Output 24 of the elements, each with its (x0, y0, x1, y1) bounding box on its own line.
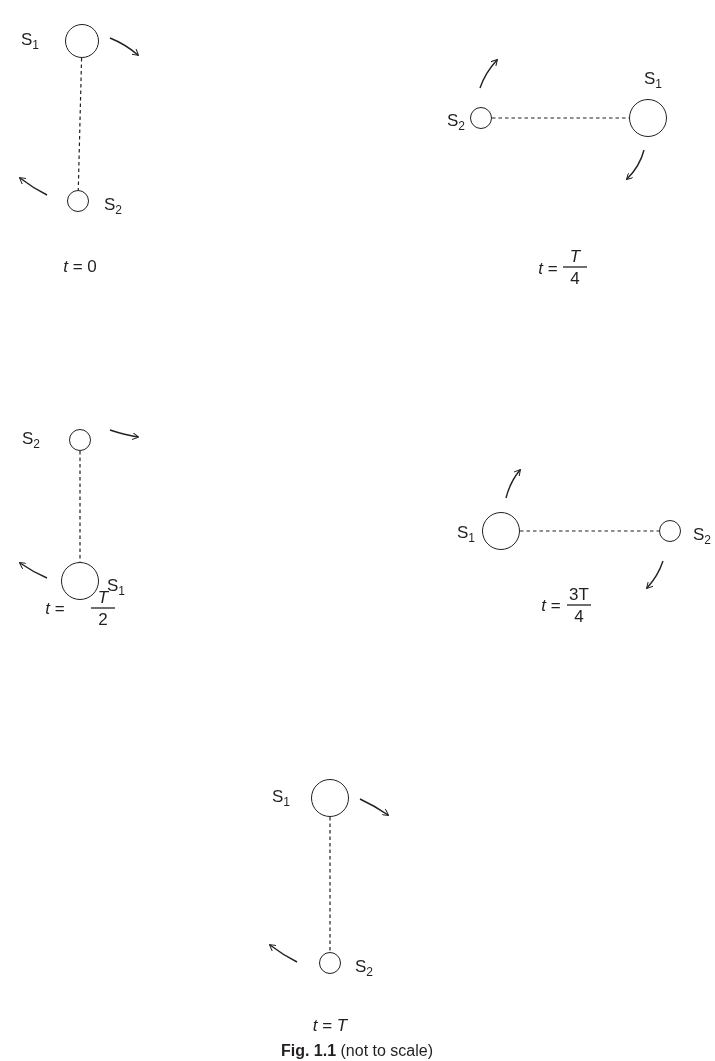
fraction-denominator: 4 (570, 269, 580, 287)
time-label: t = (541, 596, 561, 614)
figure-caption: Fig. 1.1 (not to scale) (280, 1042, 434, 1060)
time-label: 3T (569, 585, 589, 603)
star-label: S$_{2}$ (104, 196, 122, 216)
time-label: T (569, 247, 581, 265)
fraction-denominator: 4 (574, 607, 584, 625)
star-label: S$_{2}$ (22, 430, 40, 450)
time-label: T (97, 588, 109, 606)
dashed-line (329, 816, 331, 953)
star-label: S$_{1}$ (644, 70, 662, 90)
star-label: S$_{2}$ (355, 958, 373, 978)
dashed-line (77, 57, 83, 191)
time-label: t = T (312, 1016, 348, 1034)
star-label: S$_{1}$ (272, 788, 290, 808)
dashed-line (519, 530, 660, 532)
star-label: S$_{1}$ (21, 31, 39, 51)
time-label: t = 0 (63, 257, 97, 275)
star-label: S$_{2}$ (693, 526, 711, 546)
fraction-denominator: 2 (98, 610, 108, 628)
time-label: t = (538, 259, 558, 277)
time-label: t = (45, 599, 65, 617)
star-label: S$_{1}$ (457, 524, 475, 544)
star-label: S$_{2}$ (447, 112, 465, 132)
